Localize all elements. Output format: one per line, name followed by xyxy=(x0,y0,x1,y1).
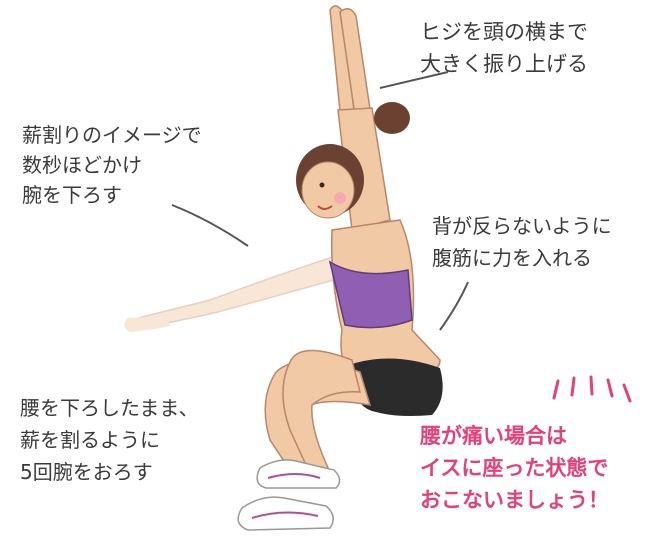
annotation-brace-abs: 背が反らないように 腹筋に力を入れる xyxy=(432,214,612,270)
ghost-arm xyxy=(124,252,353,332)
annotation-warning-back-pain: 腰が痛い場合は イスに座った状態で おこないましょう！ xyxy=(420,424,609,512)
leader-line-middle-right xyxy=(439,281,469,331)
head xyxy=(296,102,410,219)
torso xyxy=(328,219,441,373)
legs xyxy=(264,349,372,479)
annotation-raise-elbows: ヒジを頭の横まで 大きく振り上げる xyxy=(420,20,588,76)
leader-line-top-left xyxy=(171,204,249,247)
shorts xyxy=(346,358,443,416)
annotation-lower-arms: 薪割りのイメージで 数秒ほどかけ 腕を下ろす xyxy=(22,123,202,207)
annotation-repeat-chop: 腰を下ろしたまま、 薪を割るように 5回腕をおろす xyxy=(20,396,199,484)
emphasis-ticks xyxy=(552,375,632,403)
shoes xyxy=(237,459,341,531)
leader-line-top-right xyxy=(379,71,449,89)
